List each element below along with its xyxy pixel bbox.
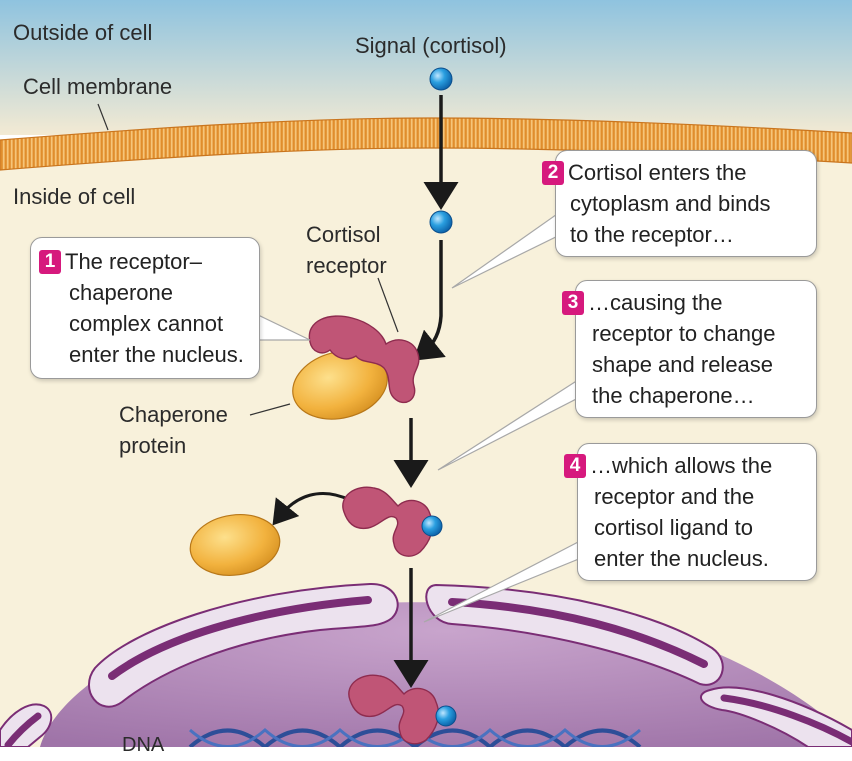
receptor-chaperone-complex	[292, 315, 420, 420]
cortisol-receptor	[308, 315, 420, 404]
nuclear-envelope-right-lumen	[448, 598, 708, 668]
step-2-line-3: to the receptor…	[570, 222, 734, 247]
step-2-badge: 2	[542, 161, 564, 185]
released-chaperone	[189, 514, 281, 576]
step-4-callout: 4…which allows the receptor and the cort…	[564, 443, 817, 581]
step-4-line-4: enter the nucleus.	[594, 546, 769, 571]
step-3-line-4: the chaperone…	[592, 383, 755, 408]
receptor-cortisol-complex	[342, 486, 443, 557]
label-dna: DNA	[122, 734, 165, 756]
label-chaperone: Chaperone protein	[119, 399, 228, 461]
leader-receptor	[377, 277, 399, 333]
cortisol-molecule-outside	[429, 67, 453, 91]
nuclear-envelope-far-right-lumen	[720, 694, 852, 746]
step-3-line-2: receptor to change	[592, 321, 776, 346]
nuclear-envelope-left	[88, 582, 399, 708]
label-receptor-line-2: receptor	[306, 253, 387, 278]
cell-membrane	[0, 117, 852, 171]
nuclear-cortisol	[435, 705, 457, 727]
nuclear-envelope-left-lumen	[108, 596, 372, 680]
step-4-line-1: 4…which allows the	[564, 450, 806, 481]
cortisol-molecule-cytoplasm	[429, 210, 453, 234]
step-4-badge: 4	[564, 454, 586, 478]
step-4-line-2: receptor and the	[594, 484, 755, 509]
arrow-chaperone-release	[272, 492, 351, 526]
label-signal: Signal (cortisol)	[355, 33, 507, 58]
changed-receptor	[342, 486, 434, 557]
label-cell-membrane: Cell membrane	[23, 74, 173, 99]
nuclear-envelope-far-left-lumen	[4, 712, 42, 747]
leader-chaperone	[249, 403, 291, 416]
step-4-line-3: cortisol ligand to	[594, 515, 753, 540]
step-1-line-4: enter the nucleus.	[69, 342, 244, 367]
label-chaperone-line-2: protein	[119, 433, 187, 458]
leader-membrane	[97, 103, 109, 131]
arrow-to-receptor	[413, 240, 446, 361]
label-chaperone-line-1: Chaperone	[119, 402, 228, 427]
step-1-badge: 1	[39, 250, 61, 274]
step-3-line-1: 3…causing the	[562, 287, 804, 318]
step-3-line-3: shape and release	[592, 352, 774, 377]
label-outside-cell: Outside of cell	[13, 20, 153, 45]
step-3-text-1: …causing the	[588, 290, 723, 315]
bound-cortisol	[421, 515, 443, 537]
extracellular-space	[0, 0, 852, 135]
label-inside-cell: Inside of cell	[13, 184, 136, 209]
label-receptor: Cortisol receptor	[306, 219, 387, 281]
nucleus	[0, 582, 852, 747]
step-1-text-1: The receptor–	[65, 249, 202, 274]
nuclear-receptor	[348, 674, 440, 745]
step-4-text-1: …which allows the	[590, 453, 773, 478]
step-2-text-1: Cortisol enters the	[568, 160, 747, 185]
label-receptor-line-1: Cortisol	[306, 222, 381, 247]
nuclear-receptor-complex	[348, 674, 457, 745]
step-2-line-2: cytoplasm and binds	[570, 191, 771, 216]
step-3-callout: 3…causing the receptor to change shape a…	[562, 280, 817, 418]
step-1-line-2: chaperone	[69, 280, 173, 305]
step-1-line-3: complex cannot	[69, 311, 224, 336]
step-3-badge: 3	[562, 291, 584, 315]
